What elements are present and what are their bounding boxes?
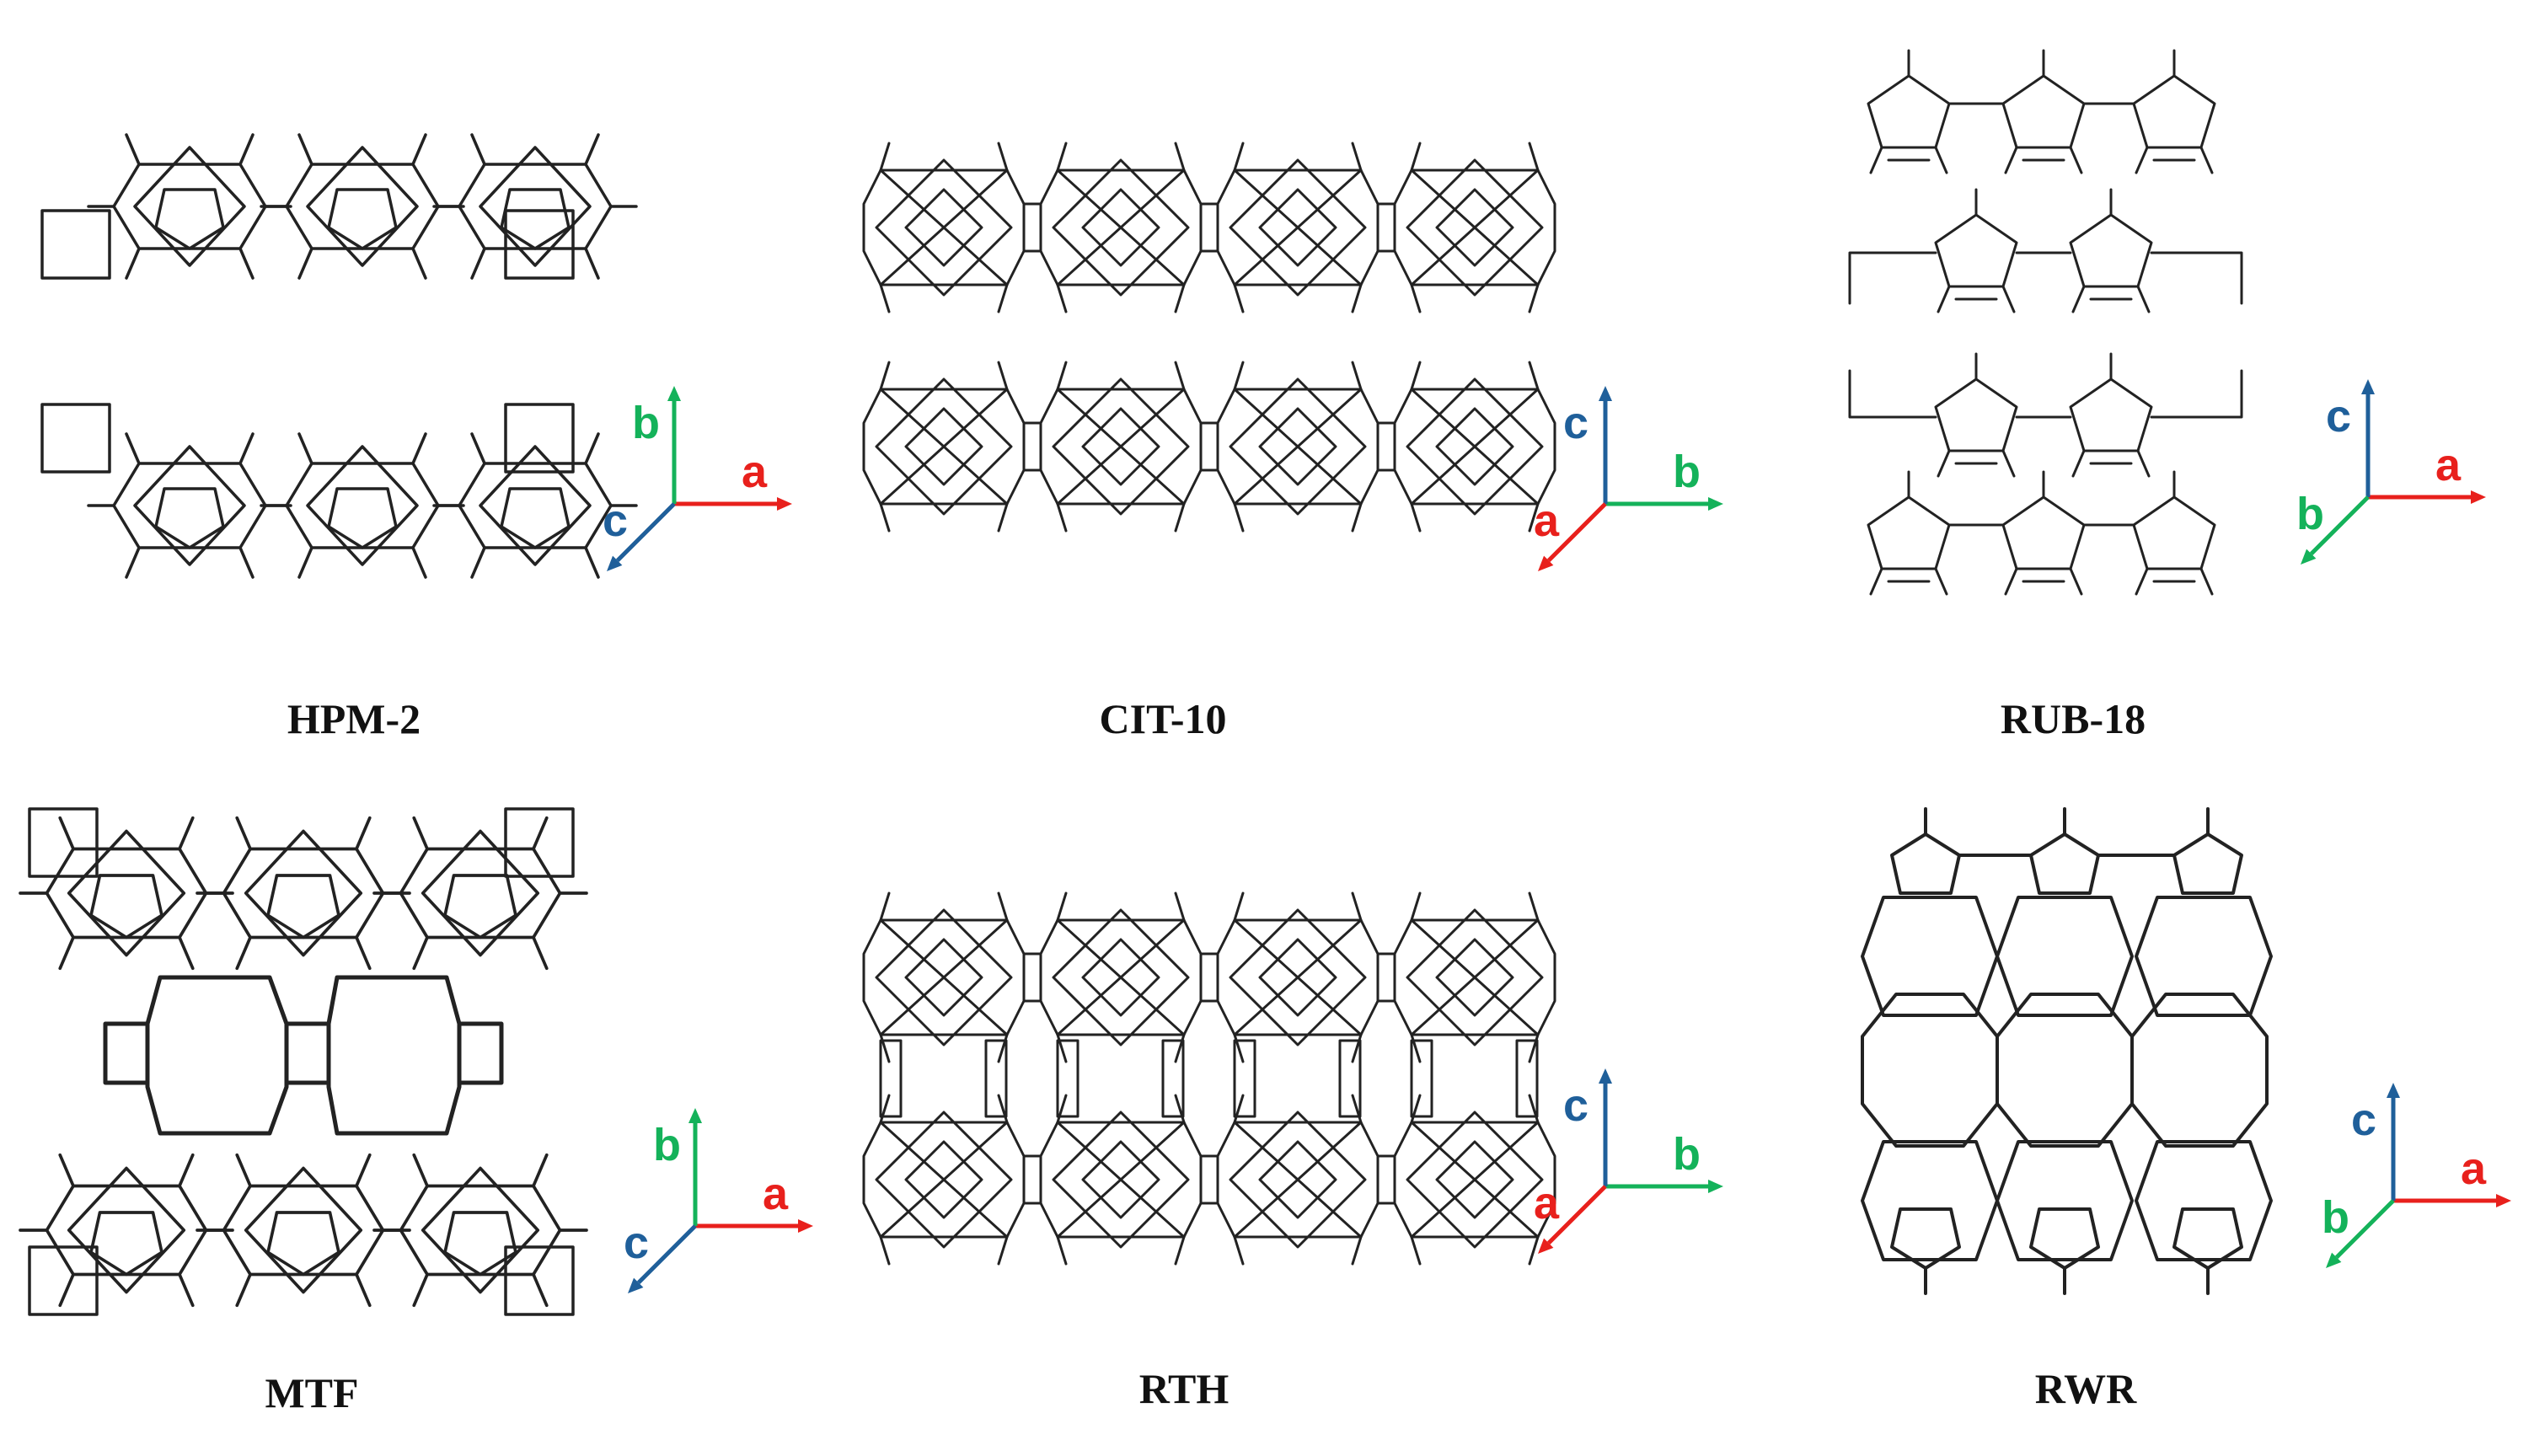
axis-b-arrow-head [688,1108,702,1123]
axis-c-arrow-head [2387,1083,2400,1098]
axis-c-arrow-head [607,555,623,571]
axis-label-c: c [2351,1095,2376,1145]
axis-a-arrow-head [2471,490,2486,504]
axis-b-arrow-shaft [2334,1199,2395,1260]
panel-label-cit10: CIT-10 [1100,695,1227,742]
axis-label-a: a [2461,1143,2487,1194]
axis-label-b: b [1673,447,1701,497]
axis-label-b: b [2296,489,2324,539]
axis-a-arrow-shaft [1546,502,1607,563]
axis-label-c: c [2326,391,2351,442]
axis-a-arrow-shaft [1546,1185,1607,1245]
axis-gizmo-hpm2: a bc [603,386,792,571]
axis-a-arrow-head [798,1219,813,1233]
panel-label-rwr: RWR [2035,1365,2137,1412]
rth-structure [862,891,1556,1266]
panel-label-rub18: RUB-18 [2001,695,2146,742]
axis-c-arrow-head [1599,386,1612,401]
axis-a-arrow-head [777,497,792,511]
axis-label-a: a [2435,440,2462,490]
axis-c-arrow-head [2361,379,2375,394]
axis-b-arrow-head [2301,549,2317,565]
axis-gizmo-rwr: a cb [2322,1083,2511,1268]
axis-c-arrow-shaft [636,1224,697,1285]
cit10-structure [862,142,1556,533]
axis-c-arrow-head [1599,1068,1612,1084]
axis-label-b: b [1673,1129,1701,1180]
axis-b-arrow-head [2326,1252,2342,1268]
axis-label-a: a [763,1169,789,1219]
axis-gizmo-mtf: a bc [624,1108,813,1293]
axis-a-arrow-head [1538,1238,1554,1254]
axis-a-arrow-head [1538,555,1554,571]
axis-a-arrow-head [2496,1194,2511,1207]
axis-c-arrow-shaft [615,502,676,563]
axis-gizmo-cit10: b ca [1534,386,1723,571]
axis-label-b: b [653,1120,681,1170]
axis-label-a: a [1534,1178,1560,1228]
axis-label-c: c [1563,1080,1588,1131]
axis-b-arrow-head [1708,1180,1723,1193]
hpm2-structure [40,133,638,579]
axis-c-arrow-head [628,1277,644,1293]
axis-label-a: a [742,447,768,497]
axis-label-c: c [624,1218,649,1268]
axis-b-arrow-head [1708,497,1723,511]
mtf-structure [19,807,588,1316]
axis-b-arrow-shaft [2309,495,2370,556]
axis-label-b: b [2322,1192,2349,1243]
axis-label-c: c [603,495,628,546]
rub18-structure [1848,49,2243,596]
rwr-structure [1861,807,2273,1295]
axis-b-arrow-head [667,386,681,401]
axis-label-b: b [632,398,660,448]
panel-label-hpm2: HPM-2 [287,695,421,742]
axis-gizmo-rth: b ca [1534,1068,1723,1254]
panel-label-mtf: MTF [265,1369,358,1416]
axis-label-c: c [1563,398,1588,448]
axis-gizmo-rub18: a cb [2296,379,2486,565]
axis-label-a: a [1534,495,1560,546]
panel-label-rth: RTH [1139,1365,1229,1412]
